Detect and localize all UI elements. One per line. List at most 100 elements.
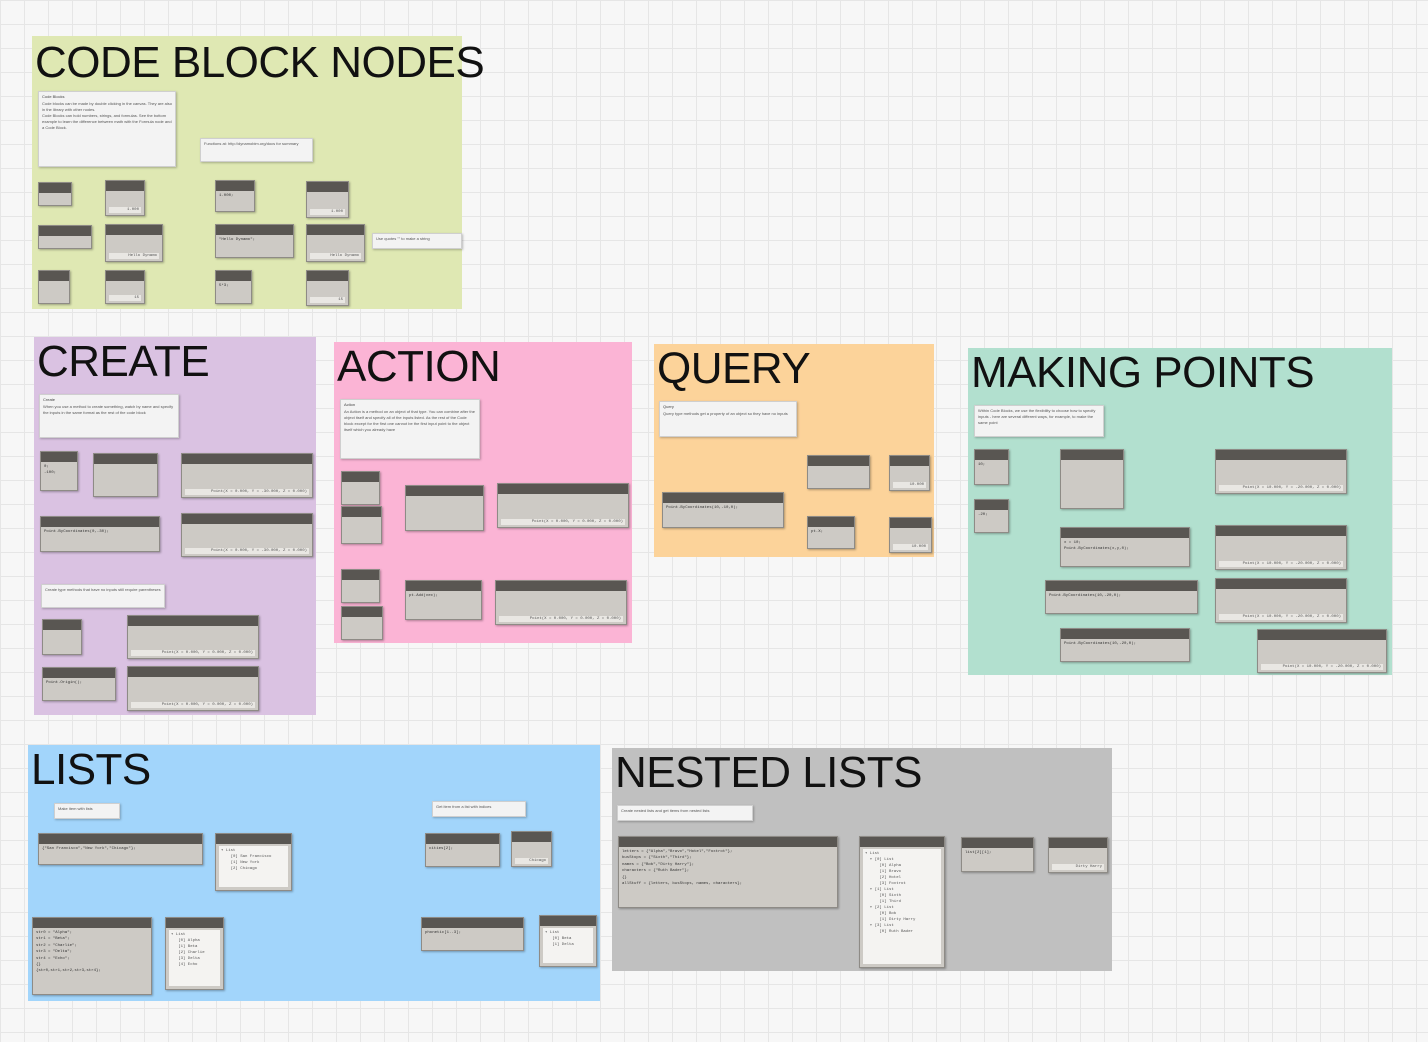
node-header[interactable] <box>975 450 1008 460</box>
watch-node[interactable]: Point(X = 0.000, Y = -30.000, Z = 0.000) <box>181 513 313 557</box>
note-make-list[interactable]: Make item with lists <box>54 803 120 819</box>
node-header[interactable] <box>41 452 77 462</box>
node-header[interactable] <box>406 581 481 591</box>
watch-node[interactable]: Point(X = 0.000, Y = 0.000, Z = 0.000) <box>495 580 627 625</box>
code-block-node[interactable]: Point.ByCoordinates(0,-30); <box>40 516 160 552</box>
code-block-node[interactable] <box>38 225 92 249</box>
watch-node[interactable]: Point(X = 10.000, Y = -20.000, Z = 0.000… <box>1215 525 1347 570</box>
code-block-node[interactable]: Point.ByCoordinates(10,-20,0); <box>1045 580 1198 614</box>
watch-node[interactable]: Point(X = 0.000, Y = 0.000, Z = 0.000) <box>127 666 259 711</box>
node-header[interactable] <box>808 456 869 466</box>
watch-node[interactable]: ▾ List [0] San Francisco [1] New York [2… <box>215 833 292 891</box>
node-header[interactable] <box>39 271 69 281</box>
node-header[interactable] <box>1061 528 1189 538</box>
code-block-node[interactable]: letters = {"Alpha","Bravo","Hotel","Foxt… <box>618 836 838 908</box>
node-header[interactable] <box>1049 838 1107 848</box>
node-header[interactable] <box>106 181 144 191</box>
watch-node[interactable]: Point(X = 0.000, Y = -30.000, Z = 0.000) <box>181 453 313 498</box>
point-node[interactable] <box>93 453 158 497</box>
node-header[interactable] <box>94 454 157 464</box>
node-header[interactable] <box>1046 581 1197 591</box>
code-block-node[interactable]: "Hello Dynamo"; <box>215 224 294 258</box>
group-making-points[interactable]: MAKING POINTS Within Code Blocks, we use… <box>968 348 1392 675</box>
node-header[interactable] <box>342 607 382 617</box>
code-block-node[interactable]: Point.Origin(); <box>42 667 116 701</box>
code-block-node[interactable] <box>38 182 72 206</box>
node-header[interactable] <box>307 271 348 281</box>
code-block-node[interactable]: {"San Francisco","New York","Chicago"}; <box>38 833 203 865</box>
node-header[interactable] <box>663 493 783 503</box>
watch-node[interactable]: ▾ List [0] Beta [1] Delta <box>539 915 597 967</box>
code-block-node[interactable] <box>341 471 380 505</box>
node-header[interactable] <box>307 182 348 192</box>
group-code-block-nodes[interactable]: CODE BLOCK NODES Code Blocks Code blocks… <box>32 36 485 309</box>
watch-node[interactable]: 15 <box>105 270 145 304</box>
note-query[interactable]: Query Query type methods get a property … <box>659 401 797 437</box>
code-block-node[interactable]: -20; <box>974 499 1009 533</box>
node-header[interactable] <box>128 667 258 677</box>
note-nested[interactable]: Create nested lists and get items from n… <box>617 805 753 821</box>
watch-node[interactable]: 15 <box>306 270 349 306</box>
node-header[interactable] <box>216 181 254 191</box>
node-header[interactable] <box>496 581 626 591</box>
watch-node[interactable]: 1.000 <box>105 180 145 216</box>
watch-node[interactable]: ▾ List ▾ [0] List [0] Alpha [1] Bravo [2… <box>859 836 945 968</box>
watch-node[interactable]: Hello Dynamo <box>105 224 163 262</box>
code-block-node[interactable]: Point.ByCoordinates(10,-10,0); <box>662 492 784 528</box>
node-header[interactable] <box>512 832 551 842</box>
note-get-item[interactable]: Get item from a list with indices <box>432 801 526 817</box>
node-header[interactable] <box>1216 579 1346 589</box>
note-functions-link[interactable]: Functions at: http://dynamobim.org/docs … <box>200 138 313 162</box>
watch-node[interactable]: 10.000 <box>889 455 930 491</box>
code-block-node[interactable] <box>341 569 380 603</box>
code-block-node[interactable]: phonetic[1..3]; <box>421 917 524 951</box>
point-node[interactable] <box>1060 449 1124 509</box>
code-block-node[interactable] <box>341 606 383 640</box>
watch-node[interactable]: Hello Dynamo <box>306 224 365 262</box>
code-block-node[interactable]: 0; -100; <box>40 451 78 491</box>
code-block-node[interactable]: Point.ByCoordinates(10,-20,0); <box>1060 628 1190 662</box>
watch-node[interactable]: Chicago <box>511 831 552 867</box>
watch-node[interactable]: 1.000 <box>306 181 349 218</box>
watch-node[interactable]: Point(X = 10.000, Y = -20.000, Z = 0.000… <box>1215 578 1347 623</box>
watch-node[interactable]: ▾ List [0] Alpha [1] Beta [2] Charlie [3… <box>165 917 224 990</box>
node-header[interactable] <box>43 668 115 678</box>
node-header[interactable] <box>216 834 291 844</box>
point-add-node[interactable] <box>405 485 484 531</box>
code-block-node[interactable]: 10; <box>974 449 1009 485</box>
point-x-node[interactable] <box>807 455 870 489</box>
node-header[interactable] <box>619 837 837 847</box>
node-header[interactable] <box>39 226 91 236</box>
node-header[interactable] <box>406 486 483 496</box>
node-header[interactable] <box>106 271 144 281</box>
node-header[interactable] <box>808 517 854 527</box>
code-block-node[interactable]: pt.X; <box>807 516 855 549</box>
node-header[interactable] <box>540 916 596 926</box>
node-header[interactable] <box>342 507 381 517</box>
node-header[interactable] <box>426 834 499 844</box>
code-block-node[interactable]: 1.000; <box>215 180 255 212</box>
node-header[interactable] <box>342 570 379 580</box>
node-header[interactable] <box>422 918 523 928</box>
note-string-quotes[interactable]: Use quotes "" to make a string <box>372 233 462 249</box>
note-making-points[interactable]: Within Code Blocks, we use the flexibili… <box>974 405 1104 437</box>
node-header[interactable] <box>498 484 628 494</box>
node-header[interactable] <box>860 837 944 847</box>
note-create[interactable]: Create When you use a method to create s… <box>39 394 179 438</box>
node-header[interactable] <box>342 472 379 482</box>
node-header[interactable] <box>307 225 364 235</box>
watch-node[interactable]: Point(X = 0.000, Y = 0.000, Z = 0.000) <box>127 615 259 659</box>
node-header[interactable] <box>43 620 81 630</box>
node-header[interactable] <box>39 834 202 844</box>
code-block-node[interactable]: cities[2]; <box>425 833 500 867</box>
node-header[interactable] <box>975 500 1008 510</box>
node-header[interactable] <box>216 271 251 281</box>
node-header[interactable] <box>1061 629 1189 639</box>
note-create-no-inputs[interactable]: Create type methods that have no inputs … <box>41 584 165 608</box>
node-header[interactable] <box>128 616 258 626</box>
code-block-node[interactable] <box>38 270 70 304</box>
node-header[interactable] <box>182 454 312 464</box>
code-block-node[interactable]: list[2][1]; <box>961 837 1034 872</box>
node-header[interactable] <box>1216 526 1346 536</box>
node-header[interactable] <box>1258 630 1386 640</box>
